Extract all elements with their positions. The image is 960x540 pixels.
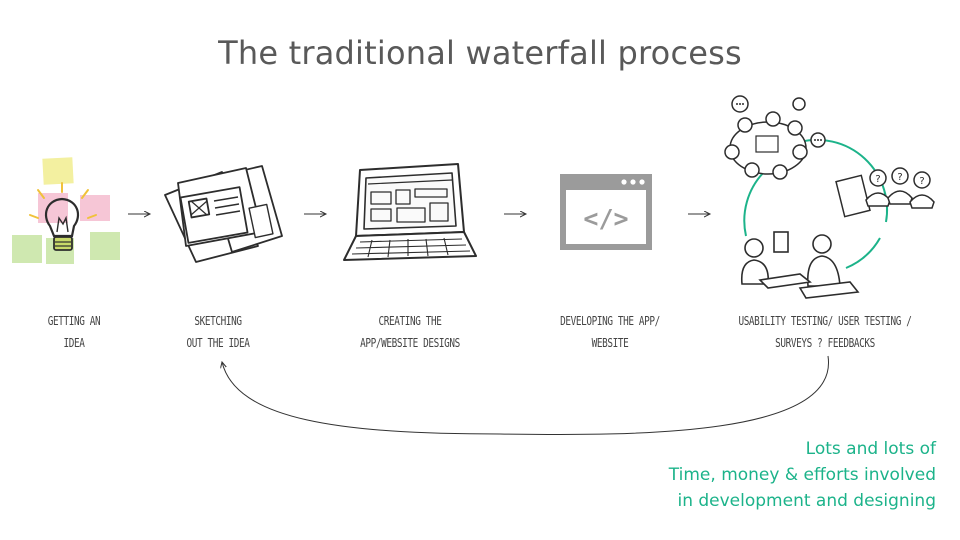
user-testing-cycle-icon: ???	[724, 95, 935, 299]
code-glyph: </>	[583, 204, 628, 233]
diagram-title: The traditional waterfall process	[218, 34, 742, 72]
sketch-papers-icon	[164, 165, 283, 263]
lightbulb-sticky-notes-icon	[12, 157, 120, 264]
step-1-label: Getting an idea	[47, 314, 101, 350]
svg-text:?: ?	[875, 174, 880, 185]
cost-note: Lots and lots of Time, money & efforts i…	[668, 439, 936, 511]
svg-text:?: ?	[919, 176, 924, 187]
step-2-label: Sketching out the idea	[186, 314, 250, 350]
step-3-label: Creating the app/website designs	[360, 314, 460, 350]
step-4-label: Developing the app/ website	[560, 314, 660, 350]
feedback-loop-arrow	[222, 355, 829, 436]
laptop-icon	[343, 163, 477, 261]
code-window-icon	[560, 174, 652, 250]
step-5-label: usability testing/ user testing / survey…	[738, 314, 912, 350]
svg-text:?: ?	[897, 172, 902, 183]
